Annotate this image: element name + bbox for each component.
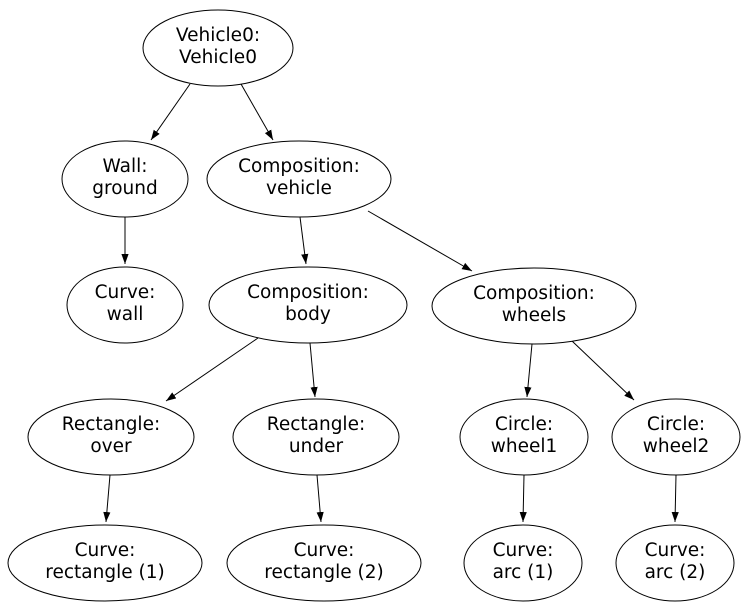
node-curve-rectangle-2: Curve: rectangle (2)	[226, 524, 422, 602]
node-vehicle0: Vehicle0: Vehicle0	[142, 9, 294, 87]
edge-composition-wheels-to-circle-wheel2	[571, 340, 635, 401]
node-composition-body-shape	[208, 266, 408, 344]
node-curve-wall-label-line1: Curve:	[95, 282, 156, 303]
node-wall-ground-label-line2: ground	[92, 178, 157, 199]
node-curve-wall: Curve: wall	[66, 266, 184, 344]
edge-rectangle-under-to-curve-rectangle-2	[316, 474, 324, 523]
node-rectangle-over-shape	[27, 398, 195, 476]
edge-rectangle-over-to-curve-rectangle-1	[103, 474, 111, 523]
node-curve-rectangle-2-label-line2: rectangle (2)	[264, 562, 383, 583]
node-rectangle-under-label-line1: Rectangle:	[267, 414, 365, 435]
node-composition-wheels-label-line2: wheels	[502, 305, 566, 326]
node-composition-vehicle: Composition: vehicle	[206, 140, 392, 218]
edge-layer	[103, 83, 679, 523]
edge-composition-body-to-rectangle-under	[309, 342, 318, 398]
node-curve-rectangle-2-shape	[226, 524, 422, 602]
node-wall-ground-label-line1: Wall:	[103, 156, 148, 177]
node-rectangle-under: Rectangle: under	[232, 398, 400, 476]
node-circle-wheel2: Circle: wheel2	[611, 398, 741, 476]
node-circle-wheel2-label-line2: wheel2	[643, 436, 710, 457]
node-curve-arc-2-label-line2: arc (2)	[645, 562, 706, 583]
edge-circle-wheel2-to-curve-arc-2	[671, 474, 679, 523]
node-composition-vehicle-label-line2: vehicle	[266, 178, 332, 199]
edge-composition-body-to-rectangle-over	[165, 337, 259, 402]
node-curve-wall-label-line2: wall	[107, 304, 144, 325]
node-rectangle-under-shape	[232, 398, 400, 476]
node-composition-body-label-line2: body	[285, 304, 331, 325]
node-curve-arc-1-shape	[463, 524, 583, 602]
node-curve-arc-2-label-line1: Curve:	[645, 540, 706, 561]
node-rectangle-over: Rectangle: over	[27, 398, 195, 476]
node-wall-ground-shape	[61, 140, 189, 218]
node-wall-ground: Wall: ground	[61, 140, 189, 218]
node-composition-vehicle-shape	[206, 140, 392, 218]
node-circle-wheel2-shape	[611, 398, 741, 476]
node-curve-arc-1: Curve: arc (1)	[463, 524, 583, 602]
node-circle-wheel1-label-line1: Circle:	[495, 414, 553, 435]
node-composition-wheels-label-line1: Composition:	[473, 283, 595, 304]
node-curve-rectangle-2-label-line1: Curve:	[294, 540, 355, 561]
node-rectangle-under-label-line2: under	[289, 436, 344, 457]
edge-vehicle0-to-wall-ground	[150, 83, 191, 141]
node-composition-vehicle-label-line1: Composition:	[238, 156, 360, 177]
edge-vehicle0-to-composition-vehicle	[240, 83, 274, 141]
node-circle-wheel1-shape	[459, 398, 589, 476]
node-circle-wheel1-label-line2: wheel1	[491, 436, 558, 457]
node-composition-body-label-line1: Composition:	[247, 282, 369, 303]
node-vehicle0-label-line2: Vehicle0	[179, 47, 257, 68]
node-vehicle0-shape	[142, 9, 294, 87]
node-rectangle-over-label-line2: over	[90, 436, 132, 457]
edge-composition-wheels-to-circle-wheel1	[524, 343, 533, 398]
node-vehicle0-label-line1: Vehicle0:	[176, 25, 260, 46]
node-composition-body: Composition: body	[208, 266, 408, 344]
node-curve-wall-shape	[66, 266, 184, 344]
edge-circle-wheel1-to-curve-arc-1	[519, 474, 527, 523]
node-curve-rectangle-1-label-line2: rectangle (1)	[45, 562, 164, 583]
edge-composition-vehicle-to-composition-wheels	[367, 210, 473, 272]
node-circle-wheel2-label-line1: Circle:	[647, 414, 705, 435]
edge-composition-vehicle-to-composition-body	[299, 216, 309, 265]
node-curve-rectangle-1-label-line1: Curve:	[75, 540, 136, 561]
node-curve-arc-1-label-line1: Curve:	[493, 540, 554, 561]
node-curve-arc-1-label-line2: arc (1)	[493, 562, 554, 583]
node-curve-rectangle-1: Curve: rectangle (1)	[7, 524, 203, 602]
node-curve-arc-2-shape	[615, 524, 735, 602]
node-composition-wheels-shape	[431, 267, 637, 345]
node-rectangle-over-label-line1: Rectangle:	[62, 414, 160, 435]
node-composition-wheels: Composition: wheels	[431, 267, 637, 345]
node-curve-rectangle-1-shape	[7, 524, 203, 602]
node-curve-arc-2: Curve: arc (2)	[615, 524, 735, 602]
node-circle-wheel1: Circle: wheel1	[459, 398, 589, 476]
